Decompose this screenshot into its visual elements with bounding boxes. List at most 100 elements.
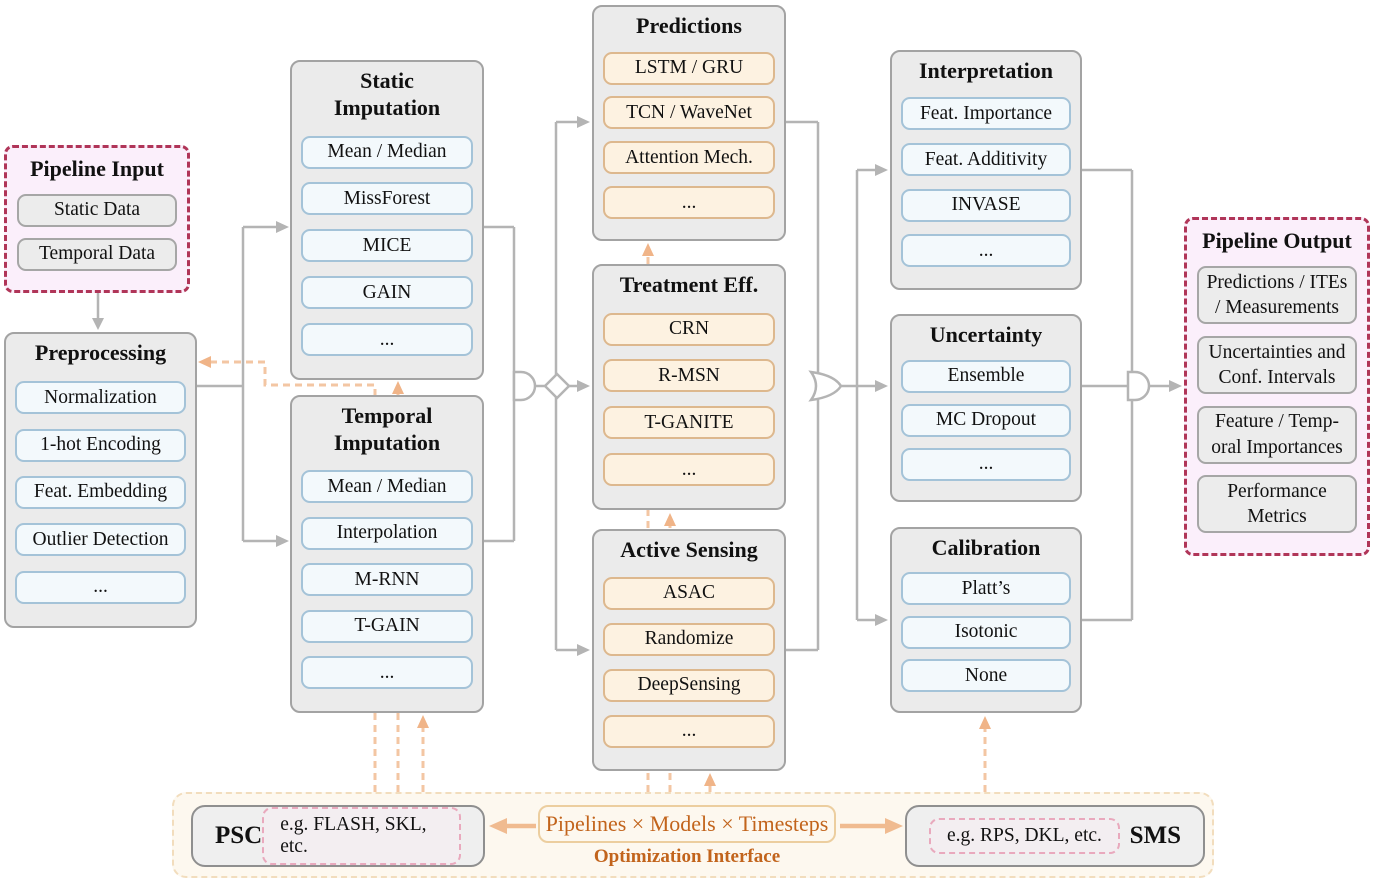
pill-feat-importance: Feat. Importance <box>901 97 1071 131</box>
search-space-label: Pipelines × Models × Timesteps <box>545 811 829 836</box>
arrowhead-icon <box>875 380 888 392</box>
psc-examples: e.g. FLASH, SKL, etc. <box>262 807 461 865</box>
pill-platts: Platt’s <box>901 572 1071 606</box>
arrowhead-icon <box>642 243 654 256</box>
pill-temporal-data: Temporal Data <box>17 237 177 271</box>
pill-ellipsis: ... <box>901 447 1071 481</box>
diamond-split-icon <box>543 372 571 400</box>
pill-list: Platt’s Isotonic None <box>901 562 1071 703</box>
stage-preprocessing: Preprocessing Normalization 1-hot Encodi… <box>4 332 197 628</box>
connector-split-to-analysis <box>840 168 876 622</box>
arrowhead-icon <box>577 644 590 656</box>
panel-title: Pipeline Input <box>30 156 164 181</box>
and-gate-icon <box>512 370 537 402</box>
pill-importances: Feature / Temp- oral Importances <box>1197 405 1357 464</box>
feedback-to-preprocessing <box>211 360 377 792</box>
gate-glyphs <box>512 370 1151 402</box>
pill-lstm-gru: LSTM / GRU <box>603 51 775 85</box>
stage-title: Treatment Eff. <box>619 272 759 297</box>
pill-invase: INVASE <box>901 188 1071 222</box>
arrowhead-icon <box>875 164 888 176</box>
panel-pipeline-input: Pipeline Input Static Data Temporal Data <box>4 145 190 293</box>
pill-mice: MICE <box>301 229 473 263</box>
arrowhead-icon <box>875 614 888 626</box>
search-space-box: Pipelines × Models × Timesteps <box>538 805 836 843</box>
pill-isotonic: Isotonic <box>901 615 1071 649</box>
pill-ellipsis: ... <box>603 714 775 748</box>
pill-list: LSTM / GRU TCN / WaveNet Attention Mech.… <box>603 40 775 231</box>
pill-attention-mech: Attention Mech. <box>603 141 775 175</box>
pill-ellipsis: ... <box>15 570 186 604</box>
stage-static-imputation: Static Imputation Mean / Median MissFore… <box>290 60 484 380</box>
sms-box: e.g. RPS, DKL, etc. SMS <box>905 805 1205 867</box>
pill-missforest: MissForest <box>301 182 473 216</box>
optimization-interface-label: Optimization Interface <box>593 846 781 867</box>
stage-calibration: Calibration Platt’s Isotonic None <box>890 527 1082 713</box>
pill-ellipsis: ... <box>301 656 473 690</box>
arrowhead-icon <box>276 221 289 233</box>
stage-temporal-imputation: Temporal Imputation Mean / Median Interp… <box>290 395 484 713</box>
pill-list: Predictions / ITEs / Measurements Uncert… <box>1197 255 1357 545</box>
arrowhead-icon <box>417 715 429 728</box>
pill-static-data: Static Data <box>17 193 177 227</box>
pill-list: Ensemble MC Dropout ... <box>901 349 1071 492</box>
arrowhead-icon <box>577 116 590 128</box>
arrowhead-icon <box>664 513 676 526</box>
pill-list: Static Data Temporal Data <box>17 183 177 282</box>
pill-deepsensing: DeepSensing <box>603 668 775 702</box>
stage-title: Preprocessing <box>34 340 167 365</box>
pill-m-rnn: M-RNN <box>301 563 473 597</box>
pill-tcn-wavenet: TCN / WaveNet <box>603 96 775 130</box>
pill-uncertainties: Uncertainties and Conf. Intervals <box>1197 336 1357 395</box>
pill-list: CRN R-MSN T-GANITE ... <box>603 299 775 500</box>
arrowhead-icon <box>885 818 903 834</box>
pill-predictions-ites: Predictions / ITEs / Measurements <box>1197 266 1357 325</box>
pill-crn: CRN <box>603 312 775 346</box>
psc-box: PSC e.g. FLASH, SKL, etc. <box>191 805 485 867</box>
pill-t-gain: T-GAIN <box>301 609 473 643</box>
stage-title: Temporal Imputation <box>333 403 441 455</box>
pill-randomize: Randomize <box>603 622 775 656</box>
pill-mc-dropout: MC Dropout <box>901 403 1071 437</box>
stage-interpretation: Interpretation Feat. Importance Feat. Ad… <box>890 50 1082 290</box>
pill-feat-additivity: Feat. Additivity <box>901 143 1071 177</box>
pill-feat-embedding: Feat. Embedding <box>15 475 186 509</box>
pill-normalization: Normalization <box>15 381 186 415</box>
stage-title: Interpretation <box>918 58 1054 83</box>
connector-preprocessing-to-imputation <box>197 225 277 543</box>
pill-none: None <box>901 659 1071 693</box>
pill-ellipsis: ... <box>901 234 1071 268</box>
arrowhead-icon <box>577 380 590 392</box>
and-gate-icon <box>1126 370 1151 402</box>
stage-treatment-effects: Treatment Eff. CRN R-MSN T-GANITE ... <box>592 264 786 510</box>
stage-predictions: Predictions LSTM / GRU TCN / WaveNet Att… <box>592 5 786 241</box>
pill-list: Feat. Importance Feat. Additivity INVASE… <box>901 85 1071 280</box>
pill-ellipsis: ... <box>603 453 775 487</box>
sms-label: SMS <box>1129 822 1181 849</box>
stage-title: Calibration <box>931 535 1041 560</box>
pill-gain: GAIN <box>301 276 473 310</box>
pill-mean-median: Mean / Median <box>301 470 473 504</box>
stage-active-sensing: Active Sensing ASAC Randomize DeepSensin… <box>592 529 786 771</box>
arrowhead-icon <box>704 773 716 786</box>
pill-asac: ASAC <box>603 576 775 610</box>
stage-title: Static Imputation <box>333 68 441 120</box>
panel-pipeline-output: Pipeline Output Predictions / ITEs / Mea… <box>1184 217 1370 556</box>
pill-ellipsis: ... <box>603 186 775 220</box>
or-gate-icon <box>808 370 843 402</box>
pill-list: ASAC Randomize DeepSensing ... <box>603 564 775 761</box>
pill-t-ganite: T-GANITE <box>603 406 775 440</box>
sms-examples: e.g. RPS, DKL, etc. <box>929 818 1120 854</box>
pill-1-hot-encoding: 1-hot Encoding <box>15 428 186 462</box>
orange-arrowheads <box>198 243 991 786</box>
stage-title: Uncertainty <box>929 322 1043 347</box>
stage-title: Predictions <box>636 13 742 38</box>
arrowhead-icon <box>1169 380 1182 392</box>
arrowhead-icon <box>198 356 211 368</box>
pill-list: Normalization 1-hot Encoding Feat. Embed… <box>15 367 186 618</box>
psc-label: PSC <box>215 822 263 849</box>
pill-performance-metrics: Performance Metrics <box>1197 475 1357 534</box>
pill-list: Mean / Median Interpolation M-RNN T-GAIN… <box>301 457 473 703</box>
